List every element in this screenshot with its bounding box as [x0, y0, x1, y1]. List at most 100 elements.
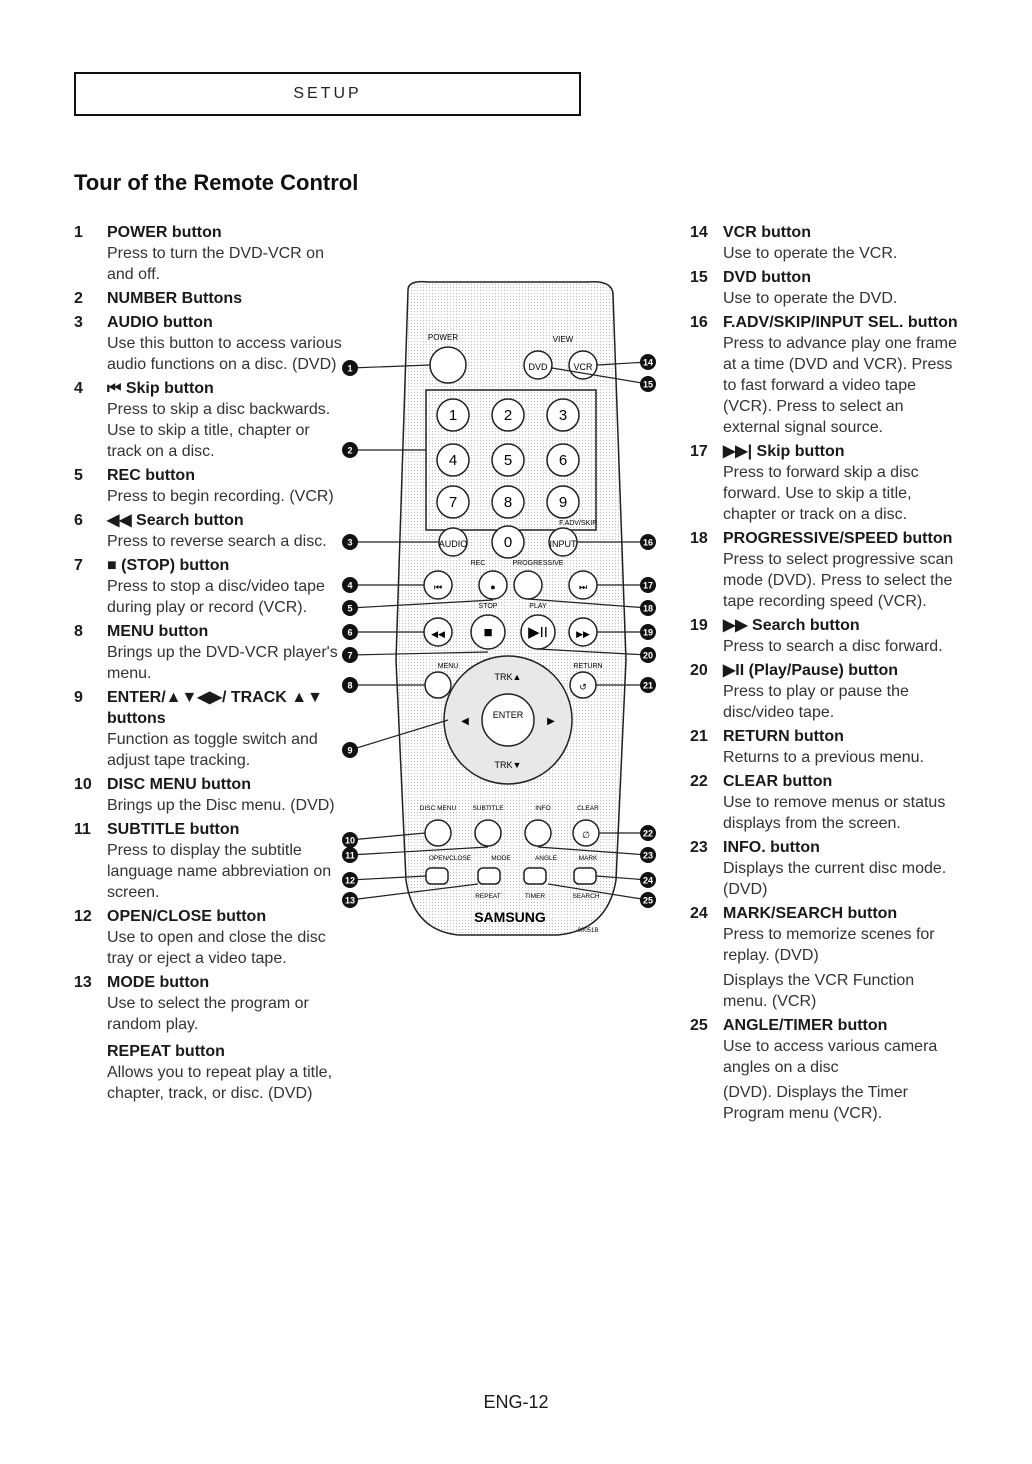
callout-13-line	[349, 883, 479, 901]
play-pause-button-label: ▶II	[528, 624, 548, 641]
callout-23-line	[537, 846, 649, 856]
number-button-8	[491, 485, 525, 519]
speed-button	[513, 570, 543, 600]
angle-text: ANGLE	[535, 855, 558, 862]
repeat-text: REPEAT	[475, 893, 501, 900]
callout-20-line	[537, 648, 649, 656]
entry-description: Press to turn the DVD-VCR on and off.	[107, 245, 324, 283]
callout-15	[640, 376, 656, 392]
search-forward-button-label: ▶▶	[576, 629, 590, 639]
section-header-text: SETUP	[293, 85, 362, 102]
enter-button	[481, 693, 535, 747]
callout-22-number: 22	[643, 829, 653, 839]
entry-description: Use to operate the VCR.	[723, 245, 898, 262]
entry-title: ▶II (Play/Pause) button	[723, 662, 898, 679]
entry-description: Use to access various camera angles on a…	[723, 1038, 938, 1076]
callout-1	[342, 360, 358, 376]
entry-description: Use this button to access various audio …	[107, 335, 342, 373]
power-button	[429, 346, 467, 384]
search-back-button-label: ◀◀	[431, 629, 445, 639]
callout-14	[640, 354, 656, 370]
entry-description: Press to forward skip a disc forward. Us…	[723, 464, 919, 523]
entry-description: Returns to a previous menu.	[723, 749, 924, 766]
number-button-0	[491, 525, 525, 559]
callout-5-line	[349, 599, 494, 609]
entry-number: 21	[690, 728, 708, 745]
entry-title: ▶▶ Search button	[723, 617, 860, 634]
callout-9-line	[349, 719, 449, 751]
callout-19-number: 19	[643, 628, 653, 638]
entry-title: POWER button	[107, 224, 222, 241]
fadvskip-text: F.ADV/SKIP	[559, 520, 597, 527]
callout-18	[640, 600, 656, 616]
entry-description: Press to begin recording. (VCR)	[107, 488, 334, 505]
repeat-button	[477, 867, 501, 885]
callout-24-number: 24	[643, 876, 653, 886]
timer-text: TIMER	[525, 893, 546, 900]
callout-5-number: 5	[347, 604, 352, 614]
entry-description: Press to play or pause the disc/video ta…	[723, 683, 909, 721]
entry-description: Press to stop a disc/video tape during p…	[107, 578, 325, 616]
entry-description: Function as toggle switch and adjust tap…	[107, 731, 318, 769]
callout-13	[342, 892, 358, 908]
callout-23-number: 23	[643, 851, 653, 861]
entry-number: 8	[74, 623, 83, 640]
dvd-button	[523, 350, 553, 380]
callout-7	[342, 647, 358, 663]
section-header: SETUP	[74, 72, 581, 116]
entry-number: 6	[74, 512, 83, 529]
entry-number: 14	[690, 224, 708, 241]
subtitle-button	[474, 819, 502, 847]
entry-number: 19	[690, 617, 708, 634]
rec-button-label: ●	[490, 582, 495, 592]
callout-10-line	[349, 832, 426, 841]
entry-description: Use to select the program or random play…	[107, 995, 309, 1033]
entry-number: 2	[74, 290, 83, 307]
number-button-2-label: 2	[504, 407, 512, 424]
callout-1-number: 1	[347, 364, 352, 374]
callout-10	[342, 832, 358, 848]
entry-title: REPEAT button	[107, 1043, 225, 1060]
callout-2-number: 2	[347, 446, 352, 456]
callout-14-number: 14	[643, 358, 653, 368]
callout-21	[640, 677, 656, 693]
entry-title: VCR button	[723, 224, 811, 241]
entry-title: DISC MENU button	[107, 776, 251, 793]
number-button-6	[546, 443, 580, 477]
mode-text: MODE	[491, 855, 511, 862]
model-number: 00051B	[578, 928, 599, 934]
callout-18-line	[527, 598, 649, 609]
number-button-9-label: 9	[559, 494, 567, 511]
number-button-9	[546, 485, 580, 519]
callout-17-number: 17	[643, 581, 653, 591]
callout-3	[342, 534, 358, 550]
entry-description: Use to open and close the disc tray or e…	[107, 929, 326, 967]
number-button-0-label: 0	[504, 534, 512, 551]
dvd-button-label: DVD	[528, 362, 548, 372]
number-button-3-label: 3	[559, 407, 567, 424]
entry-description: Displays the VCR Function menu. (VCR)	[723, 972, 915, 1010]
callout-4-number: 4	[347, 581, 352, 591]
entry-title: ▶▶| Skip button	[723, 443, 845, 460]
callout-25-line	[547, 883, 649, 901]
entry-title: PROGRESSIVE/SPEED button	[723, 530, 953, 547]
